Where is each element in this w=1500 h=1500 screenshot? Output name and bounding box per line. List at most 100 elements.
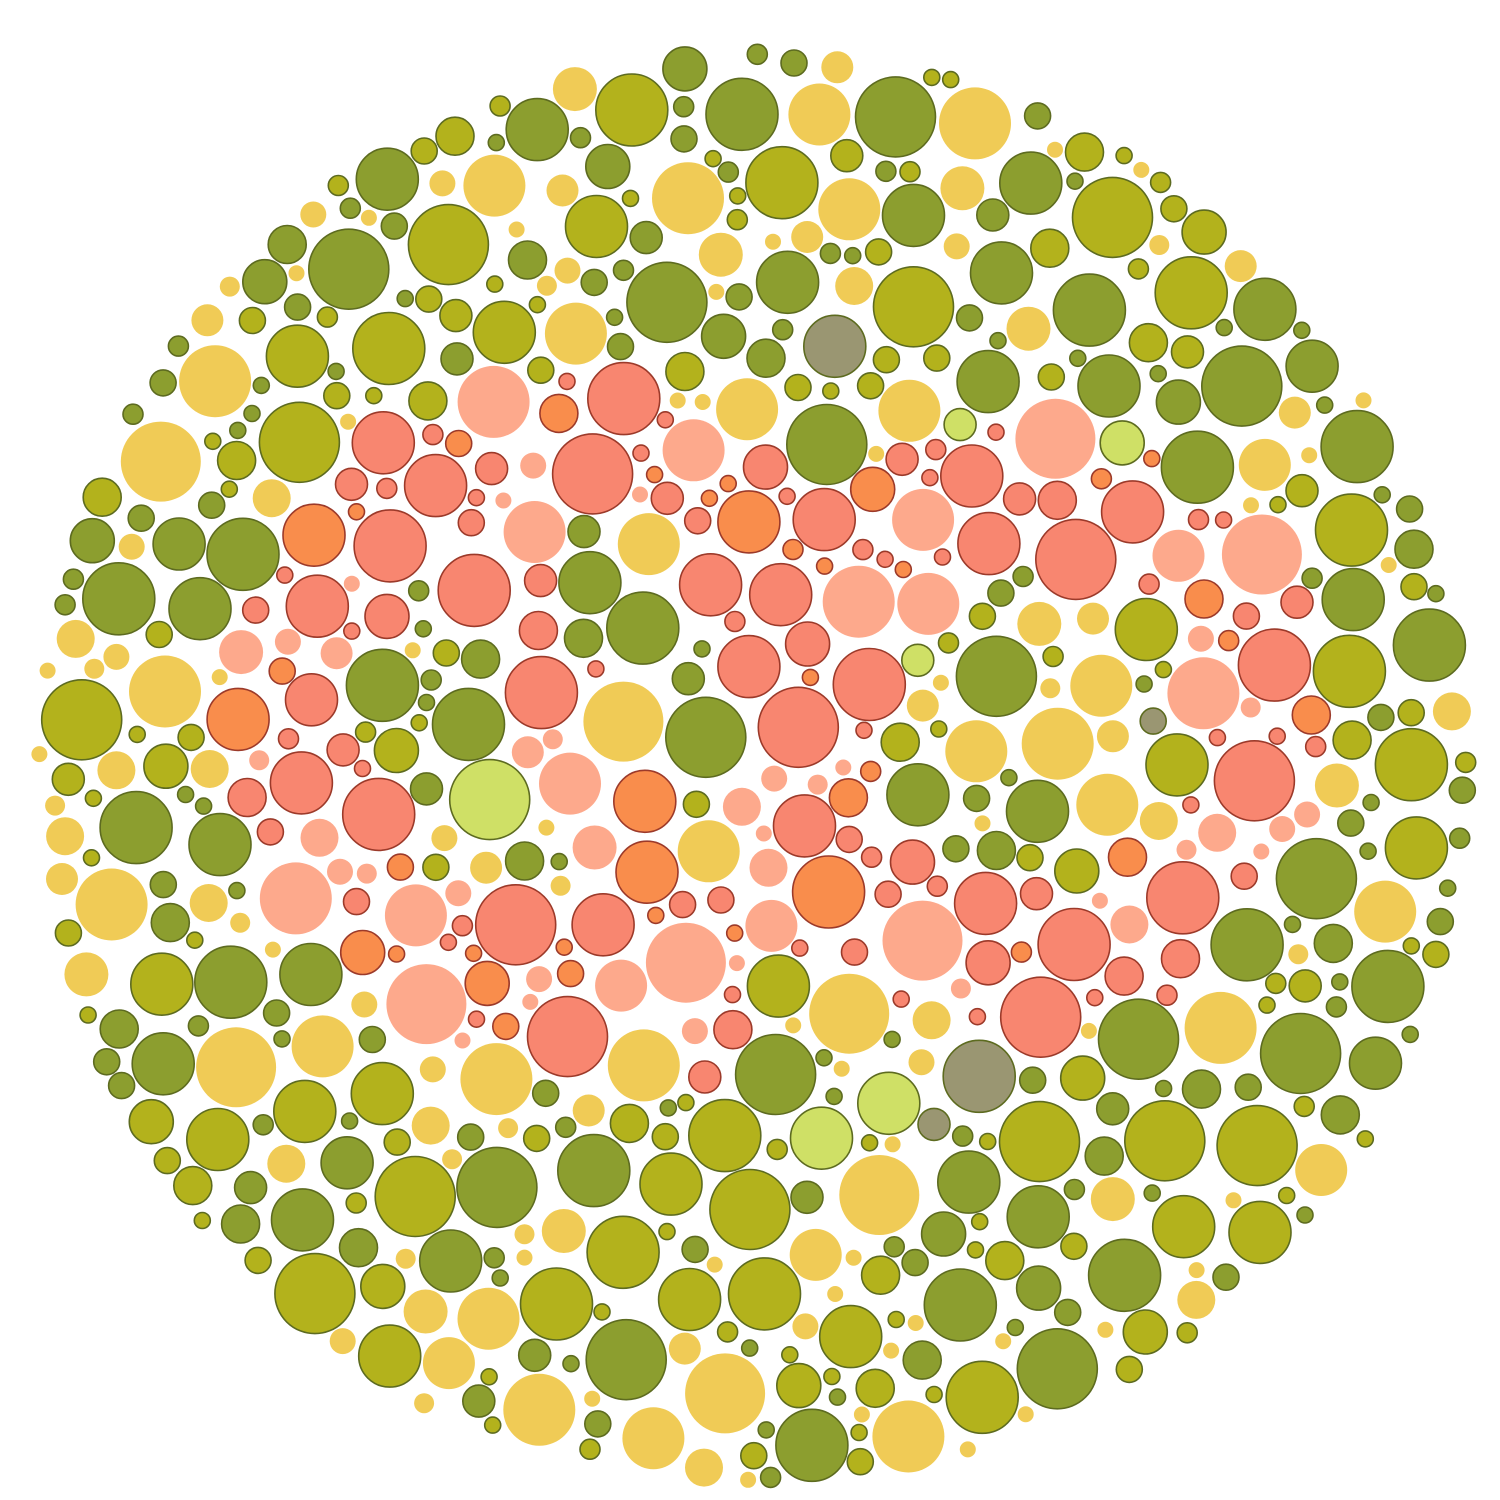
plate-dot xyxy=(672,95,695,118)
plate-dot xyxy=(505,97,570,162)
plate-dot xyxy=(1285,473,1319,508)
plate-dot xyxy=(771,318,794,341)
plate-dot xyxy=(307,228,390,311)
plate-dot xyxy=(1283,915,1302,934)
plate-dot xyxy=(807,774,828,795)
plate-dot xyxy=(347,502,366,521)
plate-dot xyxy=(775,1362,822,1409)
plate-dot xyxy=(669,392,686,409)
plate-dot xyxy=(681,1018,708,1045)
plate-dot xyxy=(1087,1238,1162,1313)
plate-dot xyxy=(966,1241,985,1259)
plate-dot xyxy=(84,789,103,808)
plate-dot xyxy=(360,209,377,226)
plate-dot xyxy=(1362,793,1380,812)
plate-dot xyxy=(1015,1265,1062,1311)
plate-dot xyxy=(256,818,285,846)
plate-dot xyxy=(82,561,156,636)
plate-dot xyxy=(395,1248,416,1269)
plate-dot xyxy=(1084,1136,1124,1176)
plate-dot xyxy=(414,619,433,638)
plate-dot xyxy=(1400,572,1428,601)
plate-dot xyxy=(498,1118,519,1139)
plate-dot xyxy=(704,149,722,168)
plate-dot xyxy=(539,393,579,434)
plate-dot xyxy=(727,1257,802,1331)
plate-dot xyxy=(1320,1095,1361,1135)
plate-dot xyxy=(801,668,820,687)
plate-dot xyxy=(351,311,426,386)
plate-dot xyxy=(519,1267,594,1341)
plate-dot xyxy=(707,886,735,914)
plate-dot xyxy=(995,1333,1012,1350)
plate-dot xyxy=(176,785,195,804)
plate-dot xyxy=(664,696,747,779)
plate-dot xyxy=(662,419,725,482)
plate-dot xyxy=(953,871,1018,936)
plate-dot xyxy=(1115,1355,1144,1384)
plate-dot xyxy=(1154,1079,1173,1098)
plate-dot xyxy=(1017,1406,1034,1423)
plate-dot xyxy=(875,160,897,183)
plate-dot xyxy=(268,657,297,685)
plate-dot xyxy=(784,373,812,402)
plate-dot xyxy=(1315,396,1334,414)
plate-dot xyxy=(1422,940,1450,969)
plate-dot xyxy=(706,1256,723,1273)
plate-dot xyxy=(410,713,429,732)
plate-dot xyxy=(728,955,745,972)
plate-dot xyxy=(1201,345,1283,427)
plate-dot xyxy=(586,361,661,436)
plate-dot xyxy=(264,941,281,958)
plate-dot xyxy=(853,1406,870,1423)
plate-dot xyxy=(926,875,949,898)
plate-dot xyxy=(503,501,566,563)
plate-dot xyxy=(1146,860,1220,935)
plate-dot xyxy=(1115,146,1133,165)
plate-dot xyxy=(932,674,949,691)
plate-dot xyxy=(761,765,788,792)
plate-dot xyxy=(291,1015,354,1078)
plate-dot xyxy=(1070,654,1133,717)
plate-dot xyxy=(1047,141,1063,158)
plate-dot xyxy=(1214,511,1233,529)
plate-dot xyxy=(1426,907,1455,936)
plate-dot xyxy=(1313,923,1354,964)
plate-dot xyxy=(882,900,963,981)
plate-dot xyxy=(431,825,458,852)
plate-dot xyxy=(828,777,869,818)
plate-dot xyxy=(282,503,346,568)
plate-dot xyxy=(1138,573,1160,595)
plate-dot xyxy=(408,381,448,421)
plate-dot xyxy=(403,453,468,518)
plate-dot xyxy=(485,275,504,293)
plate-dot xyxy=(149,369,177,397)
plate-dot xyxy=(467,1010,486,1029)
plate-dot xyxy=(987,423,1005,442)
plate-dot xyxy=(562,1354,580,1373)
plate-dot xyxy=(687,1060,722,1094)
plate-dot xyxy=(252,1114,275,1136)
plate-dot xyxy=(725,924,744,942)
plate-dot xyxy=(275,566,294,584)
plate-dot xyxy=(1395,495,1424,523)
plate-dot xyxy=(351,991,378,1018)
plate-dot xyxy=(351,410,416,475)
plate-dot xyxy=(272,1079,337,1144)
plate-dot xyxy=(1332,720,1372,760)
plate-dot xyxy=(1367,703,1395,732)
plate-dot xyxy=(343,575,360,592)
plate-dot xyxy=(1086,988,1104,1007)
plate-dot xyxy=(470,851,503,884)
plate-dot xyxy=(439,933,458,952)
plate-dot xyxy=(194,945,268,1020)
plate-dot xyxy=(943,233,970,260)
plate-dot xyxy=(678,552,743,617)
plate-dot xyxy=(1314,763,1359,808)
plate-dot xyxy=(950,978,971,999)
plate-dot xyxy=(274,628,301,655)
plate-dot xyxy=(757,686,840,769)
plate-dot xyxy=(437,553,512,628)
plate-dot xyxy=(626,261,708,344)
plate-dot xyxy=(656,410,675,429)
